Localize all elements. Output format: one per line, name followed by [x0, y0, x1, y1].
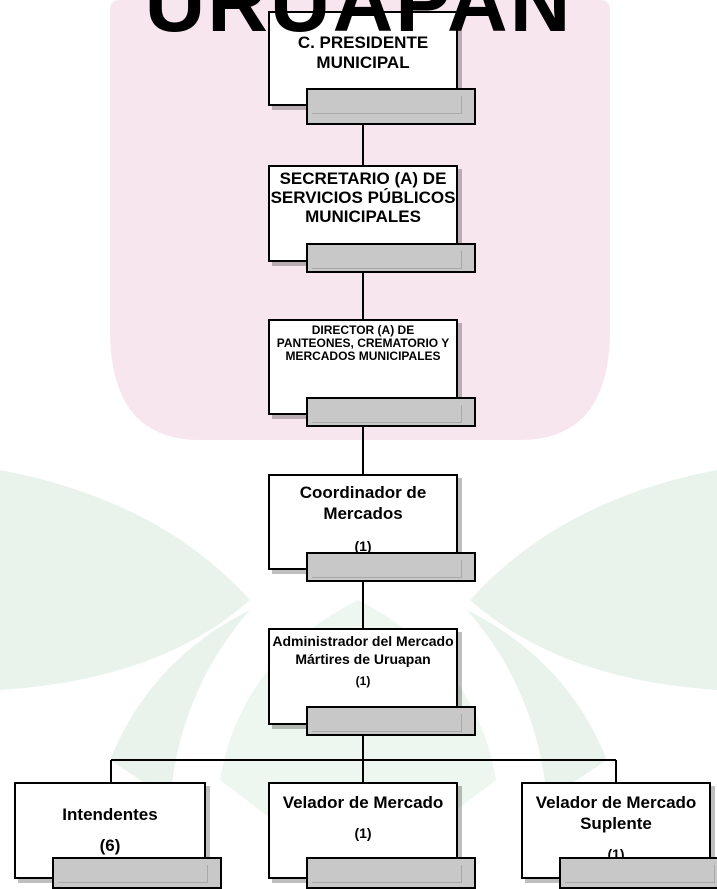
node-intendentes-tag	[52, 857, 222, 889]
node-administrador-tag	[306, 706, 476, 736]
node-velador-suplente-tag	[559, 857, 717, 889]
node-presidente-tag	[306, 88, 476, 125]
node-administrador-count: (1)	[355, 674, 371, 688]
watermark-green-leaf-right	[470, 470, 717, 690]
watermark-green-leaf-left	[0, 470, 250, 690]
node-administrador-title: Administrador del Mercado Mártires de Ur…	[272, 633, 454, 667]
node-velador-tag	[306, 857, 476, 889]
node-director-title: DIRECTOR (A) DE PANTEONES, CREMATORIO Y …	[276, 323, 450, 363]
node-velador-title: Velador de Mercado	[282, 793, 444, 812]
node-velador-suplente-title: Velador de Mercado Suplente	[535, 793, 697, 833]
node-velador-count: (1)	[354, 825, 372, 841]
watermark-green-arc-right	[467, 610, 607, 800]
node-secretario-title: SECRETARIO (A) DE SERVICIOS PÚBLICOS MUN…	[270, 169, 456, 226]
node-secretario-tag	[306, 243, 476, 273]
node-intendentes-count: (6)	[99, 836, 121, 855]
node-coordinador-tag	[306, 552, 476, 582]
node-coordinador-title: Coordinador de Mercados	[299, 483, 427, 523]
node-coordinador-count: (1)	[354, 538, 372, 554]
node-director-tag	[306, 397, 476, 427]
node-intendentes-title: Intendentes	[62, 805, 158, 824]
node-presidente-title: C. PRESIDENTE MUNICIPAL	[297, 33, 429, 72]
page-title: URUAPAN	[144, 0, 573, 49]
watermark-green-arc-left	[110, 610, 250, 800]
